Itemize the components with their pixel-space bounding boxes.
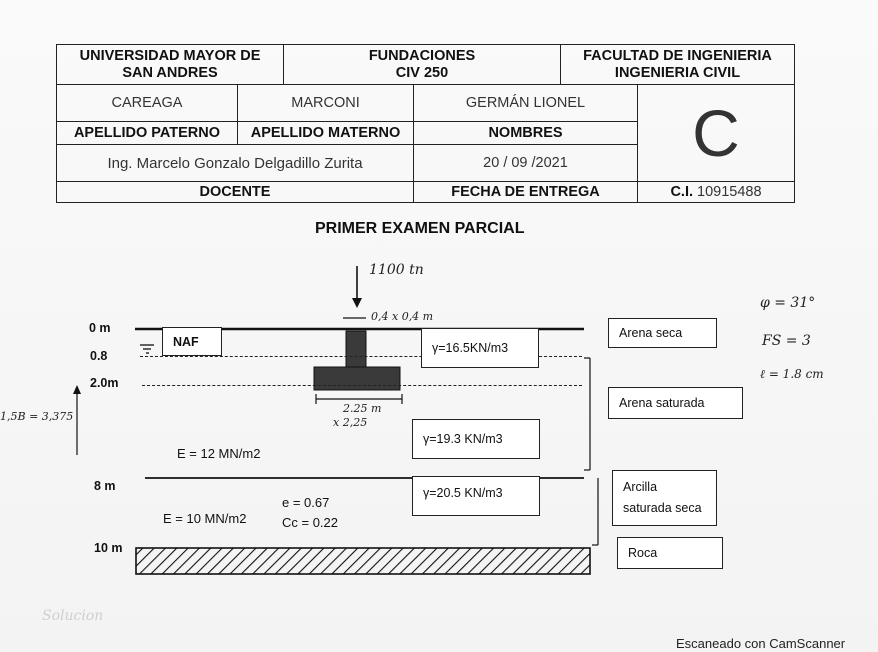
faint-handwriting: Solucion xyxy=(42,608,104,624)
depth-0-8: 0.8 xyxy=(90,349,108,363)
grade-cell: C xyxy=(637,84,795,182)
apellido-materno-value: MARCONI xyxy=(291,94,360,111)
layer-name-arcilla-1: Arcilla xyxy=(623,480,658,494)
safety-factor-annotation: FS = 3 xyxy=(762,333,811,349)
docente-label: DOCENTE xyxy=(199,183,271,200)
apellido-materno-label: APELLIDO MATERNO xyxy=(250,124,401,141)
course-code: CIV 250 xyxy=(395,64,449,81)
layer-box-arena-seca: Arena seca xyxy=(608,318,717,348)
layer-name-arena-seca: Arena seca xyxy=(619,326,683,340)
column-size-annotation: 0,4 x 0,4 m xyxy=(371,310,434,323)
column xyxy=(345,330,367,369)
nombres-value: GERMÁN LIONEL xyxy=(465,94,586,111)
layer-name-arena-saturada: Arena saturada xyxy=(619,396,705,410)
docente-value: Ing. Marcelo Gonzalo Delgadillo Zurita xyxy=(107,154,363,172)
layer-box-arcilla: Arcilla saturada seca xyxy=(612,470,717,526)
depth-2: 2.0m xyxy=(90,376,119,390)
load-annotation: 1100 tn xyxy=(369,262,424,278)
gamma-box-2: γ=19.3 KN/m3 xyxy=(412,419,540,459)
course-name: FUNDACIONES xyxy=(368,47,476,64)
department-name: INGENIERIA CIVIL xyxy=(614,64,741,81)
fecha-label: FECHA DE ENTREGA xyxy=(451,183,600,200)
footing-width-annotation: 2.25 m xyxy=(343,402,382,415)
layer-box-roca: Roca xyxy=(617,537,723,569)
influence-depth-annotation: 1,5B = 3,375 xyxy=(0,410,74,423)
rock-layer xyxy=(135,547,591,575)
gamma-value-1: γ=16.5KN/m3 xyxy=(432,341,509,355)
modulus-sand: E = 12 MN/m2 xyxy=(177,446,261,461)
friction-angle-annotation: φ = 31° xyxy=(760,295,816,311)
settlement-annotation: ℓ = 1.8 cm xyxy=(760,367,824,381)
apellido-paterno-label: APELLIDO PATERNO xyxy=(73,124,221,141)
footing xyxy=(313,366,401,391)
nombres-label: NOMBRES xyxy=(488,124,563,141)
ci-value: 10915488 xyxy=(697,183,762,200)
scanner-watermark: Escaneado con CamScanner xyxy=(676,636,846,651)
naf-label: NAF xyxy=(173,334,199,349)
gamma-value-3: γ=20.5 KN/m3 xyxy=(423,486,503,500)
gamma-value-2: γ=19.3 KN/m3 xyxy=(423,432,503,446)
foundation-level-line xyxy=(142,385,582,386)
footing-length-annotation: x 2,25 xyxy=(333,416,368,429)
exam-title: PRIMER EXAMEN PARCIAL xyxy=(315,220,525,237)
void-ratio: e = 0.67 xyxy=(282,495,330,510)
naf-box: NAF xyxy=(162,327,222,356)
water-table-line xyxy=(140,356,582,357)
layer-name-arcilla-2: saturada seca xyxy=(623,501,702,515)
depth-0: 0 m xyxy=(89,321,111,335)
ci-label: C.I. xyxy=(670,183,693,200)
modulus-clay: E = 10 MN/m2 xyxy=(163,511,247,526)
load-arrow-head xyxy=(352,298,362,308)
layer-box-arena-saturada: Arena saturada xyxy=(608,387,743,419)
compression-index: Cc = 0.22 xyxy=(282,515,339,530)
layer-name-roca: Roca xyxy=(628,546,658,560)
gamma-box-3: γ=20.5 KN/m3 xyxy=(412,476,540,516)
grade-letter: C xyxy=(692,96,740,170)
apellido-paterno-value: CAREAGA xyxy=(111,94,183,111)
gamma-box-1: γ=16.5KN/m3 xyxy=(421,328,539,368)
depth-8: 8 m xyxy=(94,479,116,493)
ci-cell: C.I. 10915488 xyxy=(637,181,795,203)
faculty-name: FACULTAD DE INGENIERIA xyxy=(583,47,772,64)
university-name: UNIVERSIDAD MAYOR DE SAN ANDRES xyxy=(79,47,261,81)
fecha-value: 20 / 09 /2021 xyxy=(483,154,568,171)
depth-10: 10 m xyxy=(94,541,123,555)
